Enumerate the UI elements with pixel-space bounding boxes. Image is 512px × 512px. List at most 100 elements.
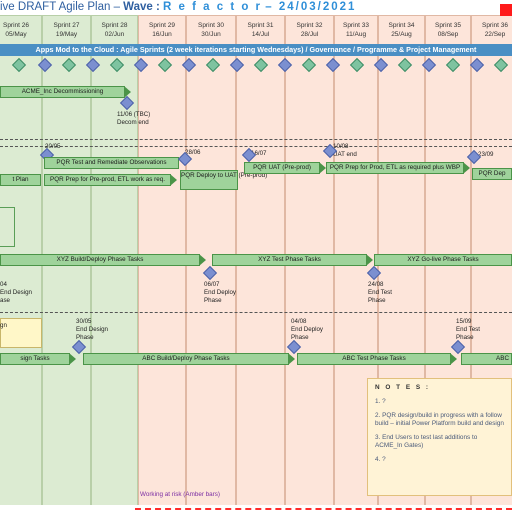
bar-pqr-uat[interactable]: PQR UAT (Pre-prod) (244, 162, 326, 174)
sprint-header: Sprint 30 30/Jun (187, 16, 235, 44)
bar-abc-design[interactable]: sign Tasks (0, 353, 76, 365)
working-at-risk-label: Working at risk (Amber bars) (140, 491, 221, 498)
bar-abc-right[interactable]: ABC (461, 353, 512, 365)
page-title: ive DRAFT Agile Plan – Wave : R e f a c … (0, 1, 357, 13)
sprint-milestone-icon[interactable] (85, 57, 101, 73)
sprint-name: Sprint 26 (2, 22, 30, 29)
bar-pqr-deploy-right[interactable]: PQR Dep (472, 168, 512, 180)
label-decom-end: Decom end (117, 119, 149, 126)
sprint-name: Sprint 36 (481, 22, 509, 29)
sprint-header: Sprint 31 14/Jul (237, 16, 284, 44)
sprint-date: 28/Jul (300, 31, 319, 38)
label-xyz-0607-end: End Deploy (204, 289, 236, 296)
sprint-date: 25/Aug (391, 31, 412, 38)
sprint-name: Sprint 34 (388, 22, 415, 29)
sprint-milestone-icon[interactable] (445, 57, 461, 73)
sprint-header: Sprint 36 22/Sep (472, 16, 512, 44)
bar-pqr-test-remediate[interactable]: PQR Test and Remediate Observations (44, 157, 179, 169)
sprint-date: 14/Jul (251, 31, 270, 38)
label-2806: 28/06 (185, 149, 201, 156)
label-uat-end: UAT end (333, 151, 357, 158)
sprint-milestone-icon[interactable] (421, 57, 437, 73)
sprint-date: 30/Jun (201, 31, 221, 38)
notes-panel: N O T E S : 1. ? 2. PQR design/build in … (367, 378, 512, 496)
bar-pqr-prep-prod[interactable]: PQR Prep for Prod, ETL as required plus … (326, 162, 470, 174)
bar-acme-decommissioning[interactable]: ACME_Inc Decommissioning (0, 86, 131, 98)
note-3: 3. End Users to test last additions to A… (375, 434, 478, 449)
sprint-name: Sprint 28 (101, 22, 128, 29)
sprint-milestone-icon[interactable] (133, 57, 149, 73)
sprint-milestone-icon[interactable] (37, 57, 53, 73)
sprint-milestone-icon[interactable] (181, 57, 197, 73)
label-abc-0408-end: End Deploy (291, 326, 323, 333)
label-xyz-2408-end: End Test (368, 289, 392, 296)
note-2: 2. PQR design/build in progress with a f… (375, 412, 504, 427)
sprint-header: Sprint 34 25/Aug (379, 16, 424, 44)
notes-title: N O T E S : (375, 384, 431, 391)
bar-xyz-build-deploy[interactable]: XYZ Build/Deploy Phase Tasks (0, 254, 206, 266)
sprint-milestone-icon[interactable] (109, 57, 125, 73)
milestone-row (0, 57, 512, 73)
pqr-bracket (0, 207, 15, 247)
label-abc-1509-end: End Test (456, 326, 480, 333)
sprint-name: Sprint 31 (247, 22, 274, 29)
label-1607: 16/07 (251, 150, 267, 157)
label-xyz-0607: 06/07 (204, 281, 220, 288)
bar-pqr-deploy-uat[interactable]: PQR Deploy to UAT (Pre-prod) (180, 170, 267, 190)
sprint-header: Sprint 28 02/Jun (92, 16, 137, 44)
red-status-marker (500, 4, 512, 16)
sprint-milestone-icon[interactable] (205, 57, 221, 73)
label-xyz-left-phase: ase (0, 297, 10, 304)
sprint-milestone-icon[interactable] (349, 57, 365, 73)
sprint-name: Sprint 33 (342, 22, 370, 29)
sprint-date: 05/May (5, 31, 27, 38)
bar-abc-test[interactable]: ABC Test Phase Tasks (297, 353, 457, 365)
sprint-milestone-icon[interactable] (253, 57, 269, 73)
label-abc-0408: 04/08 (291, 318, 307, 325)
risk-dashed-line (135, 508, 512, 510)
sprint-milestone-icon[interactable] (157, 57, 173, 73)
note-1: 1. ? (375, 398, 386, 405)
sprint-date: 11/Aug (345, 31, 367, 38)
bar-abc-build-deploy[interactable]: ABC Build/Deploy Phase Tasks (83, 353, 295, 365)
label-abc-0408-phase: Phase (291, 334, 309, 341)
label-2309: 23/09 (478, 151, 494, 158)
bar-pqr-plan-left[interactable]: t Plan (0, 174, 41, 186)
note-4: 4. ? (375, 456, 386, 463)
sprint-date: 19/May (55, 31, 78, 38)
sprint-milestone-icon[interactable] (325, 57, 341, 73)
sprint-milestone-icon[interactable] (229, 57, 245, 73)
label-2005: 20/05 (45, 143, 61, 150)
bar-pqr-prep-preprod[interactable]: PQR Prep for Pre-prod, ETL work as req. (44, 174, 177, 186)
sprint-name: Sprint 29 (148, 22, 176, 29)
programme-banner: Apps Mod to the Cloud : Agile Sprints (2… (0, 44, 512, 56)
label-abc-1509-phase: Phase (456, 334, 474, 341)
sprint-milestone-icon[interactable] (301, 57, 317, 73)
section-divider (0, 146, 512, 147)
label-xyz-0607-phase: Phase (204, 297, 222, 304)
sprint-milestone-icon[interactable] (469, 57, 485, 73)
label-abc-3005-end: End Design (76, 326, 108, 333)
bar-xyz-test[interactable]: XYZ Test Phase Tasks (212, 254, 373, 266)
label-abc-3005: 30/05 (76, 318, 92, 325)
sprint-name: Sprint 30 (197, 22, 225, 29)
label-xyz-left-end: End Design (0, 289, 32, 296)
sprint-milestone-icon[interactable] (397, 57, 413, 73)
sprint-milestone-icon[interactable] (61, 57, 77, 73)
bar-xyz-golive[interactable]: XYZ Go-live Phase Tasks (374, 254, 512, 266)
label-1008: 10/08 (333, 143, 349, 150)
sprint-milestone-icon[interactable] (373, 57, 389, 73)
sprint-date: 02/Jun (104, 31, 125, 38)
sprint-header: Sprint 32 28/Jul (286, 16, 333, 44)
abc-design-amber-box[interactable] (0, 318, 42, 348)
sprint-milestone-icon[interactable] (493, 57, 509, 73)
sprint-date: 22/Sep (484, 31, 506, 38)
sprint-milestone-icon[interactable] (277, 57, 293, 73)
sprint-name: Sprint 32 (296, 22, 323, 29)
label-decom-date: 11/06 (TBC) (117, 111, 151, 118)
sprint-milestone-icon[interactable] (11, 57, 27, 73)
sprint-header: Sprint 33 11/Aug (335, 16, 377, 44)
